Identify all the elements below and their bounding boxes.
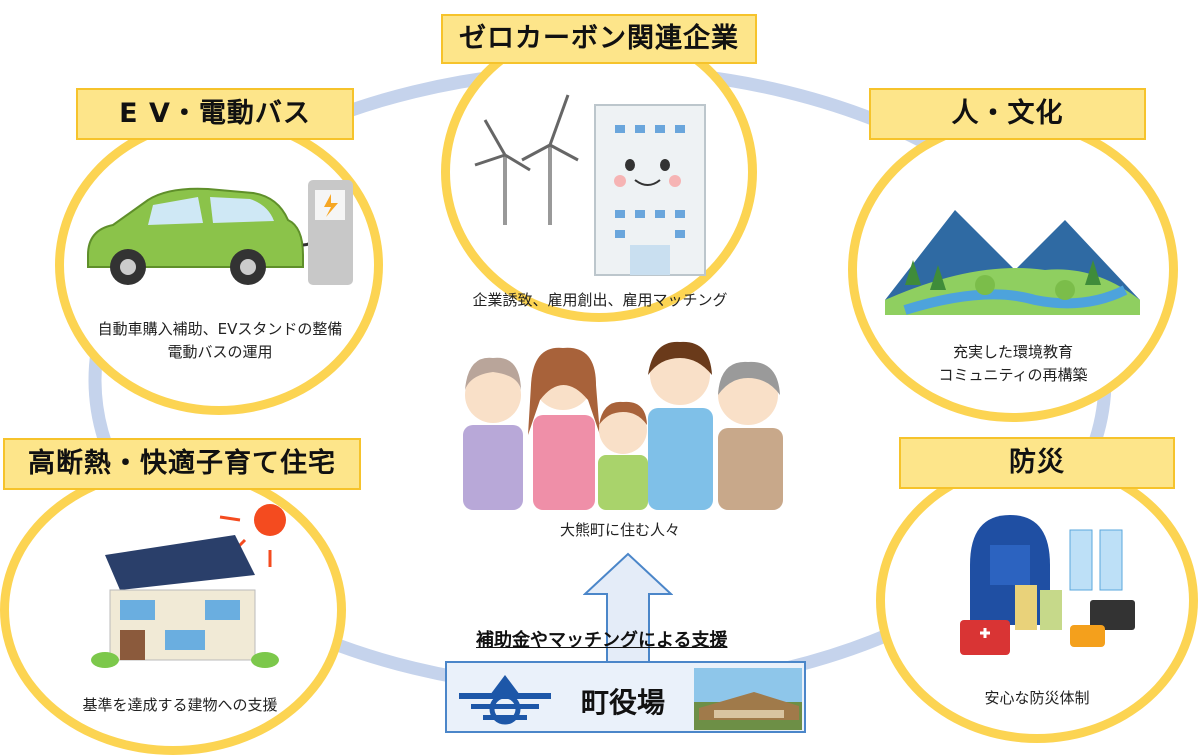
townhall-label: 町役場 <box>581 686 666 719</box>
solar-house-illustration <box>91 504 286 668</box>
disaster-title: 防災 <box>899 437 1175 489</box>
zero-carbon-caption: 企業誘致、雇用創出、雇用マッチング <box>472 291 728 309</box>
ev-title: E V・電動バス <box>76 88 354 140</box>
town-emblem-icon <box>459 675 551 725</box>
electric-car-charger-illustration <box>87 180 353 285</box>
mountain-landscape-illustration <box>885 210 1140 315</box>
zero-carbon-title: ゼロカーボン関連企業 <box>441 14 757 64</box>
family-illustration <box>463 341 783 510</box>
ev-caption-2: 電動バスの運用 <box>167 343 273 361</box>
culture-title: 人・文化 <box>869 88 1146 140</box>
culture-caption-1: 充実した環境教育 <box>952 343 1073 361</box>
housing-title: 高断熱・快適子育て住宅 <box>3 438 361 490</box>
ev-caption-1: 自動車購入補助、EVスタンドの整備 <box>97 320 343 338</box>
housing-caption: 基準を達成する建物への支援 <box>82 696 278 714</box>
townhall-photo <box>694 668 802 730</box>
emergency-kit-illustration <box>960 515 1135 655</box>
townhall-box: 町役場 <box>445 661 806 733</box>
culture-caption-2: コミュニティの再構築 <box>938 366 1088 384</box>
center-caption: 大熊町に住む人々 <box>559 521 680 539</box>
wind-turbine-building-illustration <box>474 94 706 276</box>
disaster-caption: 安心な防災体制 <box>984 689 1090 707</box>
support-label: 補助金やマッチングによる支援 <box>476 630 728 651</box>
